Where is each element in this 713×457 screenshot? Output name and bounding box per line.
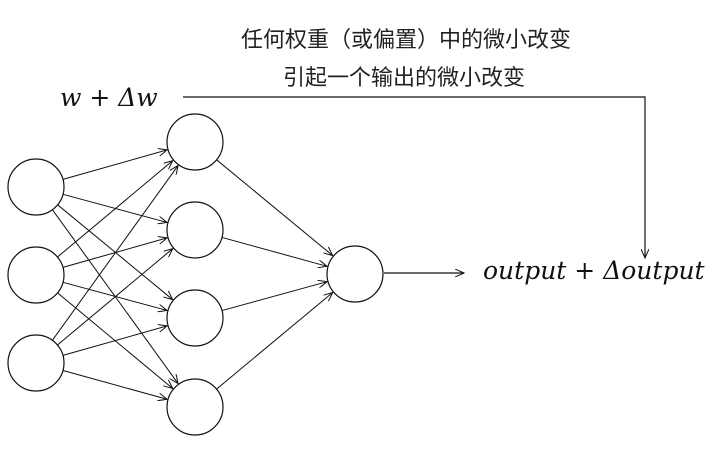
weight-to-output-path xyxy=(183,96,645,258)
connection-l0-2-3 xyxy=(62,369,167,399)
connection-l1-3-0 xyxy=(216,293,333,390)
caption-line-1: 任何权重（或偏置）中的微小改变 xyxy=(241,28,572,53)
neuron-l1-3 xyxy=(166,378,224,436)
neuron-l1-0 xyxy=(166,113,224,171)
neuron-l0-0 xyxy=(7,158,65,216)
network-edges xyxy=(51,150,333,399)
neuron-l0-1 xyxy=(7,246,65,304)
connection-l0-2-2 xyxy=(62,326,167,356)
neuron-l0-2 xyxy=(7,334,65,392)
connection-l1-2-0 xyxy=(221,282,327,312)
weight-change-label: w + Δw xyxy=(60,83,158,112)
neuron-l1-2 xyxy=(166,289,224,347)
connection-l1-1-0 xyxy=(221,236,327,266)
connection-l0-0-0 xyxy=(62,150,167,180)
neuron-l1-1 xyxy=(166,201,224,259)
connection-l1-0-0 xyxy=(216,159,333,256)
caption-line-2: 引起一个输出的微小改变 xyxy=(283,66,526,91)
output-change-label: output + Δoutput xyxy=(483,256,705,285)
network-nodes xyxy=(7,113,384,436)
connection-l0-1-0 xyxy=(57,161,172,258)
connection-l0-2-0 xyxy=(51,166,178,341)
neuron-l2-0 xyxy=(326,245,384,303)
connection-l0-2-1 xyxy=(57,249,172,346)
